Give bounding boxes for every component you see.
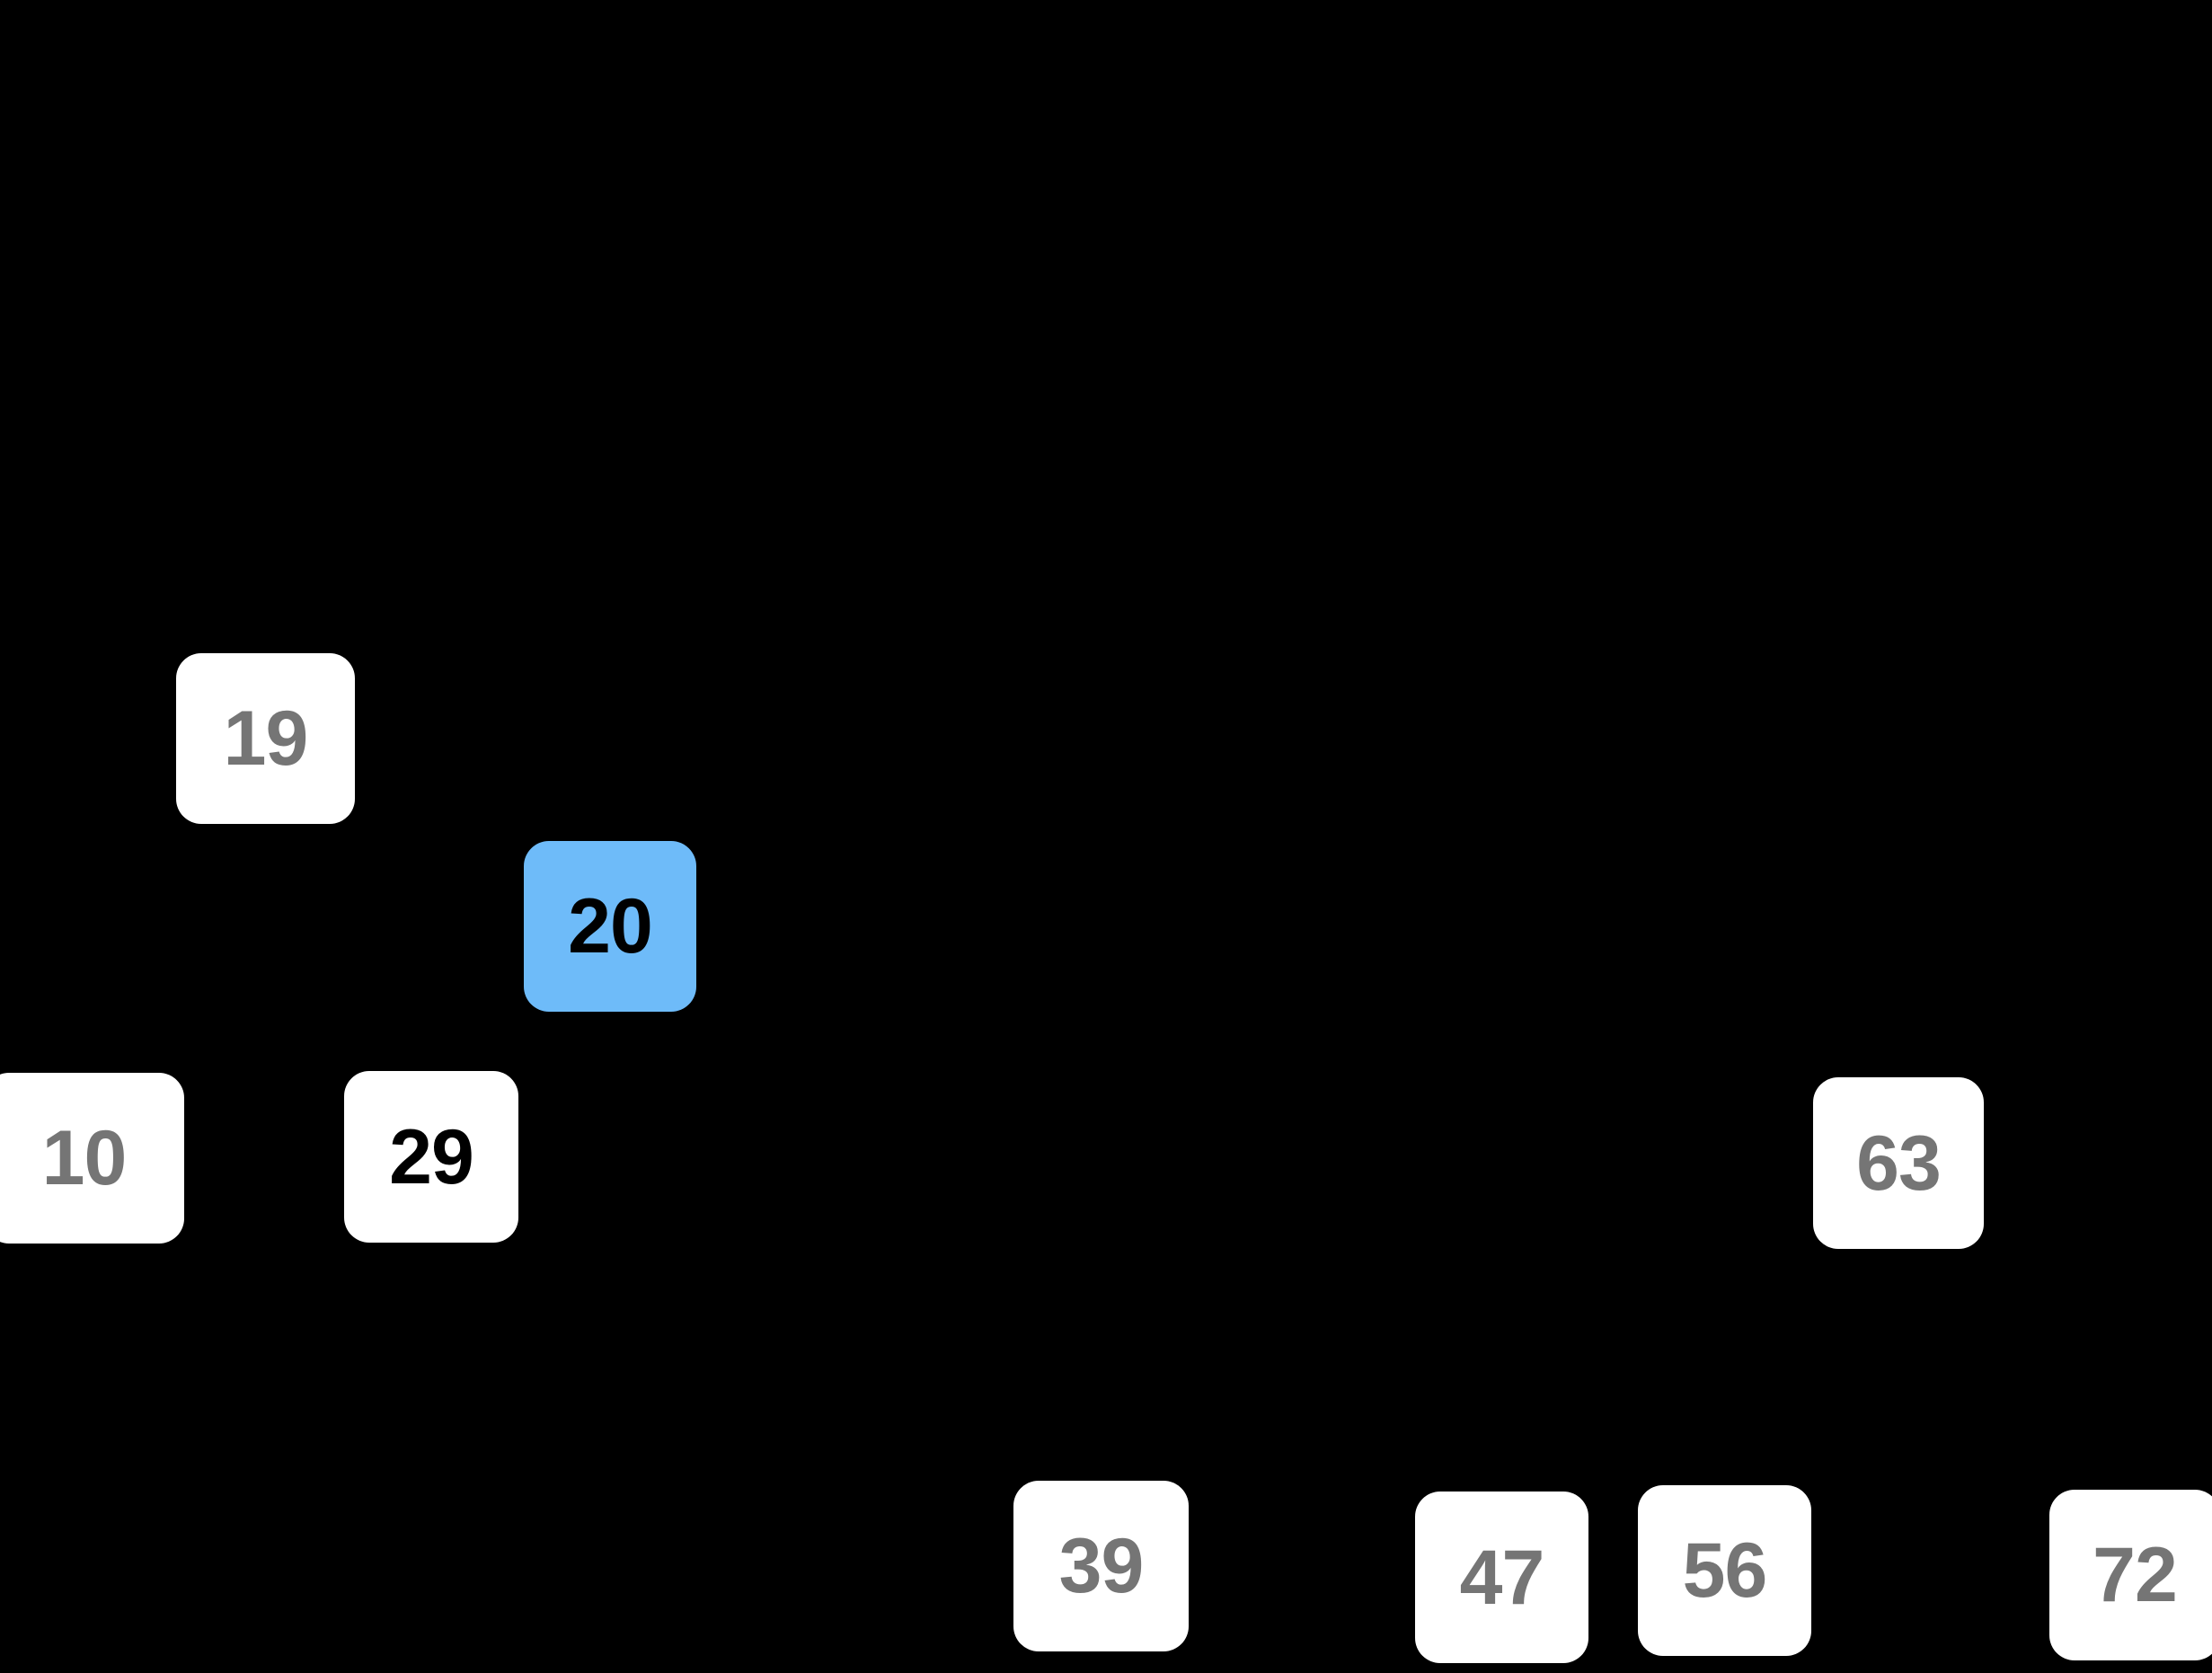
- tree-node-label: 19: [223, 695, 309, 782]
- tree-node-39[interactable]: 39: [1013, 1481, 1189, 1651]
- tree-node-label: 47: [1459, 1534, 1545, 1621]
- tree-node-20[interactable]: 20: [524, 841, 696, 1012]
- tree-node-label: 10: [41, 1115, 128, 1201]
- tree-node-19[interactable]: 19: [176, 653, 355, 824]
- tree-node-56[interactable]: 56: [1638, 1485, 1811, 1656]
- tree-node-72[interactable]: 72: [2049, 1490, 2212, 1660]
- tree-node-label: 39: [1058, 1523, 1145, 1609]
- tree-node-label: 56: [1682, 1527, 1768, 1614]
- tree-node-47[interactable]: 47: [1415, 1492, 1588, 1663]
- tree-node-63[interactable]: 63: [1813, 1077, 1984, 1249]
- tree-node-label: 29: [389, 1113, 474, 1200]
- tree-node-label: 63: [1856, 1120, 1942, 1207]
- tree-node-label: 20: [568, 883, 653, 969]
- tree-node-10[interactable]: 10: [0, 1073, 184, 1244]
- tree-node-29[interactable]: 29: [344, 1071, 518, 1243]
- tree-node-label: 72: [2093, 1532, 2178, 1618]
